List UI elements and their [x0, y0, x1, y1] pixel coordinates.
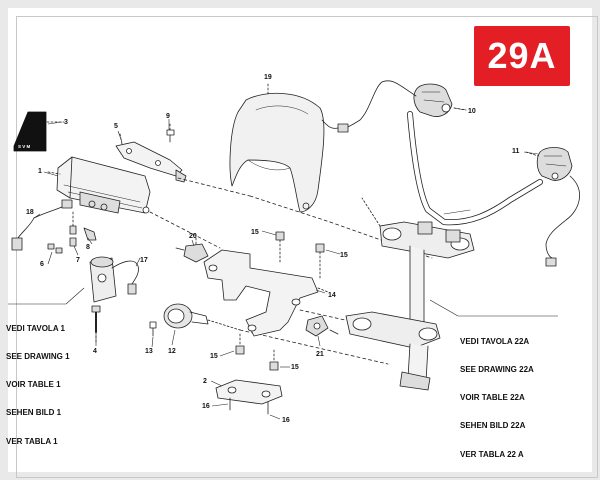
callout-14: 14 [328, 292, 336, 299]
callout-13: 13 [145, 348, 153, 355]
part-small-fasteners [47, 211, 97, 254]
note-right-line-3: VOIR TABLE 22A [460, 393, 525, 403]
callout-8: 8 [86, 244, 90, 251]
note-left-line-1: VEDI TAVOLA 1 [6, 323, 65, 333]
callout-numbers: 1 2 3 4 5 6 7 8 9 10 11 12 13 14 15 15 1… [26, 74, 520, 424]
callout-9: 9 [166, 113, 170, 120]
callout-15-right: 15 [340, 252, 348, 259]
callout-2: 2 [203, 378, 207, 385]
callout-15-top: 15 [251, 229, 259, 236]
note-right-line-1: VEDI TAVOLA 22A [460, 336, 530, 346]
part-screw-9 [166, 123, 175, 143]
part-right-switch [525, 147, 580, 267]
callout-21: 21 [316, 351, 324, 358]
note-left-line-4: SEHEN BILD 1 [6, 408, 62, 418]
note-right-line-2: SEE DRAWING 22A [460, 365, 534, 375]
part-lower-bracket [215, 379, 283, 415]
callout-17: 17 [140, 257, 148, 264]
table-code-text: 29A [487, 35, 557, 76]
note-right-line-4: SEHEN BILD 22A [460, 421, 526, 431]
part-horn [163, 303, 241, 331]
note-right-line-5: VER TABLA 22 A [460, 449, 524, 459]
reference-note-lines [8, 287, 558, 317]
note-left-line-5: VER TABLA 1 [6, 436, 58, 446]
callout-1: 1 [38, 168, 42, 175]
part-windscreen [229, 83, 325, 213]
part-main-bracket [203, 249, 329, 337]
part-21 [305, 315, 339, 337]
callout-11: 11 [512, 148, 520, 155]
part-screw-13 [149, 321, 157, 337]
callout-15-lower-right: 15 [291, 364, 299, 371]
reference-note-right: VEDI TAVOLA 22A SEE DRAWING 22A VOIR TAB… [460, 318, 534, 469]
callout-16-right: 16 [282, 417, 290, 424]
reference-note-left: VEDI TAVOLA 1 SEE DRAWING 1 VOIR TABLE 1… [6, 305, 70, 456]
callout-leaders [33, 107, 539, 420]
callout-4: 4 [93, 348, 97, 355]
callout-18: 18 [26, 209, 34, 216]
callout-10: 10 [468, 108, 476, 115]
table-code-badge: 29A [474, 26, 570, 86]
note-left-line-2: SEE DRAWING 1 [6, 352, 70, 362]
logo-sticker-text: S V M [18, 144, 31, 149]
part-instrument-cluster [47, 156, 151, 214]
callout-15-lower-left: 15 [210, 353, 218, 360]
part-triple-clamp [345, 197, 475, 391]
part-upper-bracket [115, 133, 187, 183]
callout-5: 5 [114, 123, 118, 130]
part-left-switch [321, 80, 467, 133]
part-connector-18 [11, 199, 73, 251]
callout-3: 3 [64, 119, 68, 126]
part-logo-sticker: S V M [13, 111, 65, 152]
callout-20: 20 [189, 233, 197, 240]
note-left-line-3: VOIR TABLE 1 [6, 380, 61, 390]
callout-12: 12 [168, 348, 176, 355]
callout-16-left: 16 [202, 403, 210, 410]
part-handlebar [407, 111, 543, 226]
callout-6: 6 [40, 261, 44, 268]
callout-19: 19 [264, 74, 272, 81]
part-bracket-20 [175, 237, 209, 263]
part-fasteners-15 [235, 231, 325, 371]
callout-7: 7 [76, 257, 80, 264]
part-ignition-switch [89, 256, 139, 345]
